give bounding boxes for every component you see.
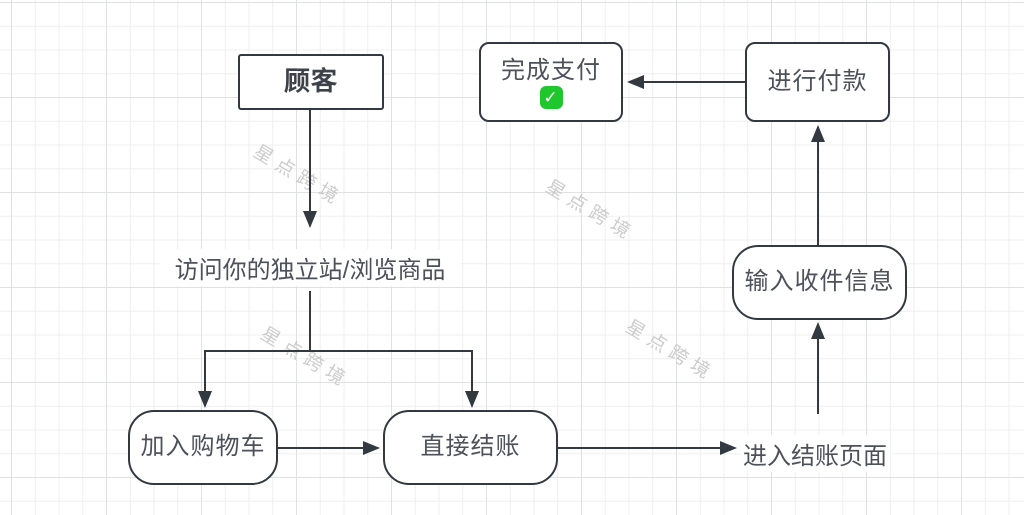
arrow-visit-to-add-to-cart (198, 291, 311, 408)
label-enter-checkout-page: 进入结账页面 (740, 435, 890, 472)
arrow-visit-to-direct-checkout (310, 350, 479, 408)
node-customer: 顾客 (238, 54, 384, 110)
label-visit-site: 访问你的独立站/浏览商品 (160, 249, 460, 286)
node-make-payment: 进行付款 (745, 42, 890, 122)
node-complete-payment: 完成支付 ✓ (479, 42, 623, 122)
complete-payment-label: 完成支付 (501, 56, 601, 84)
node-direct-checkout: 直接结账 (383, 410, 558, 485)
node-shipping-info: 输入收件信息 (732, 245, 907, 320)
node-add-to-cart: 加入购物车 (128, 410, 278, 485)
check-mark-icon: ✓ (539, 86, 563, 110)
